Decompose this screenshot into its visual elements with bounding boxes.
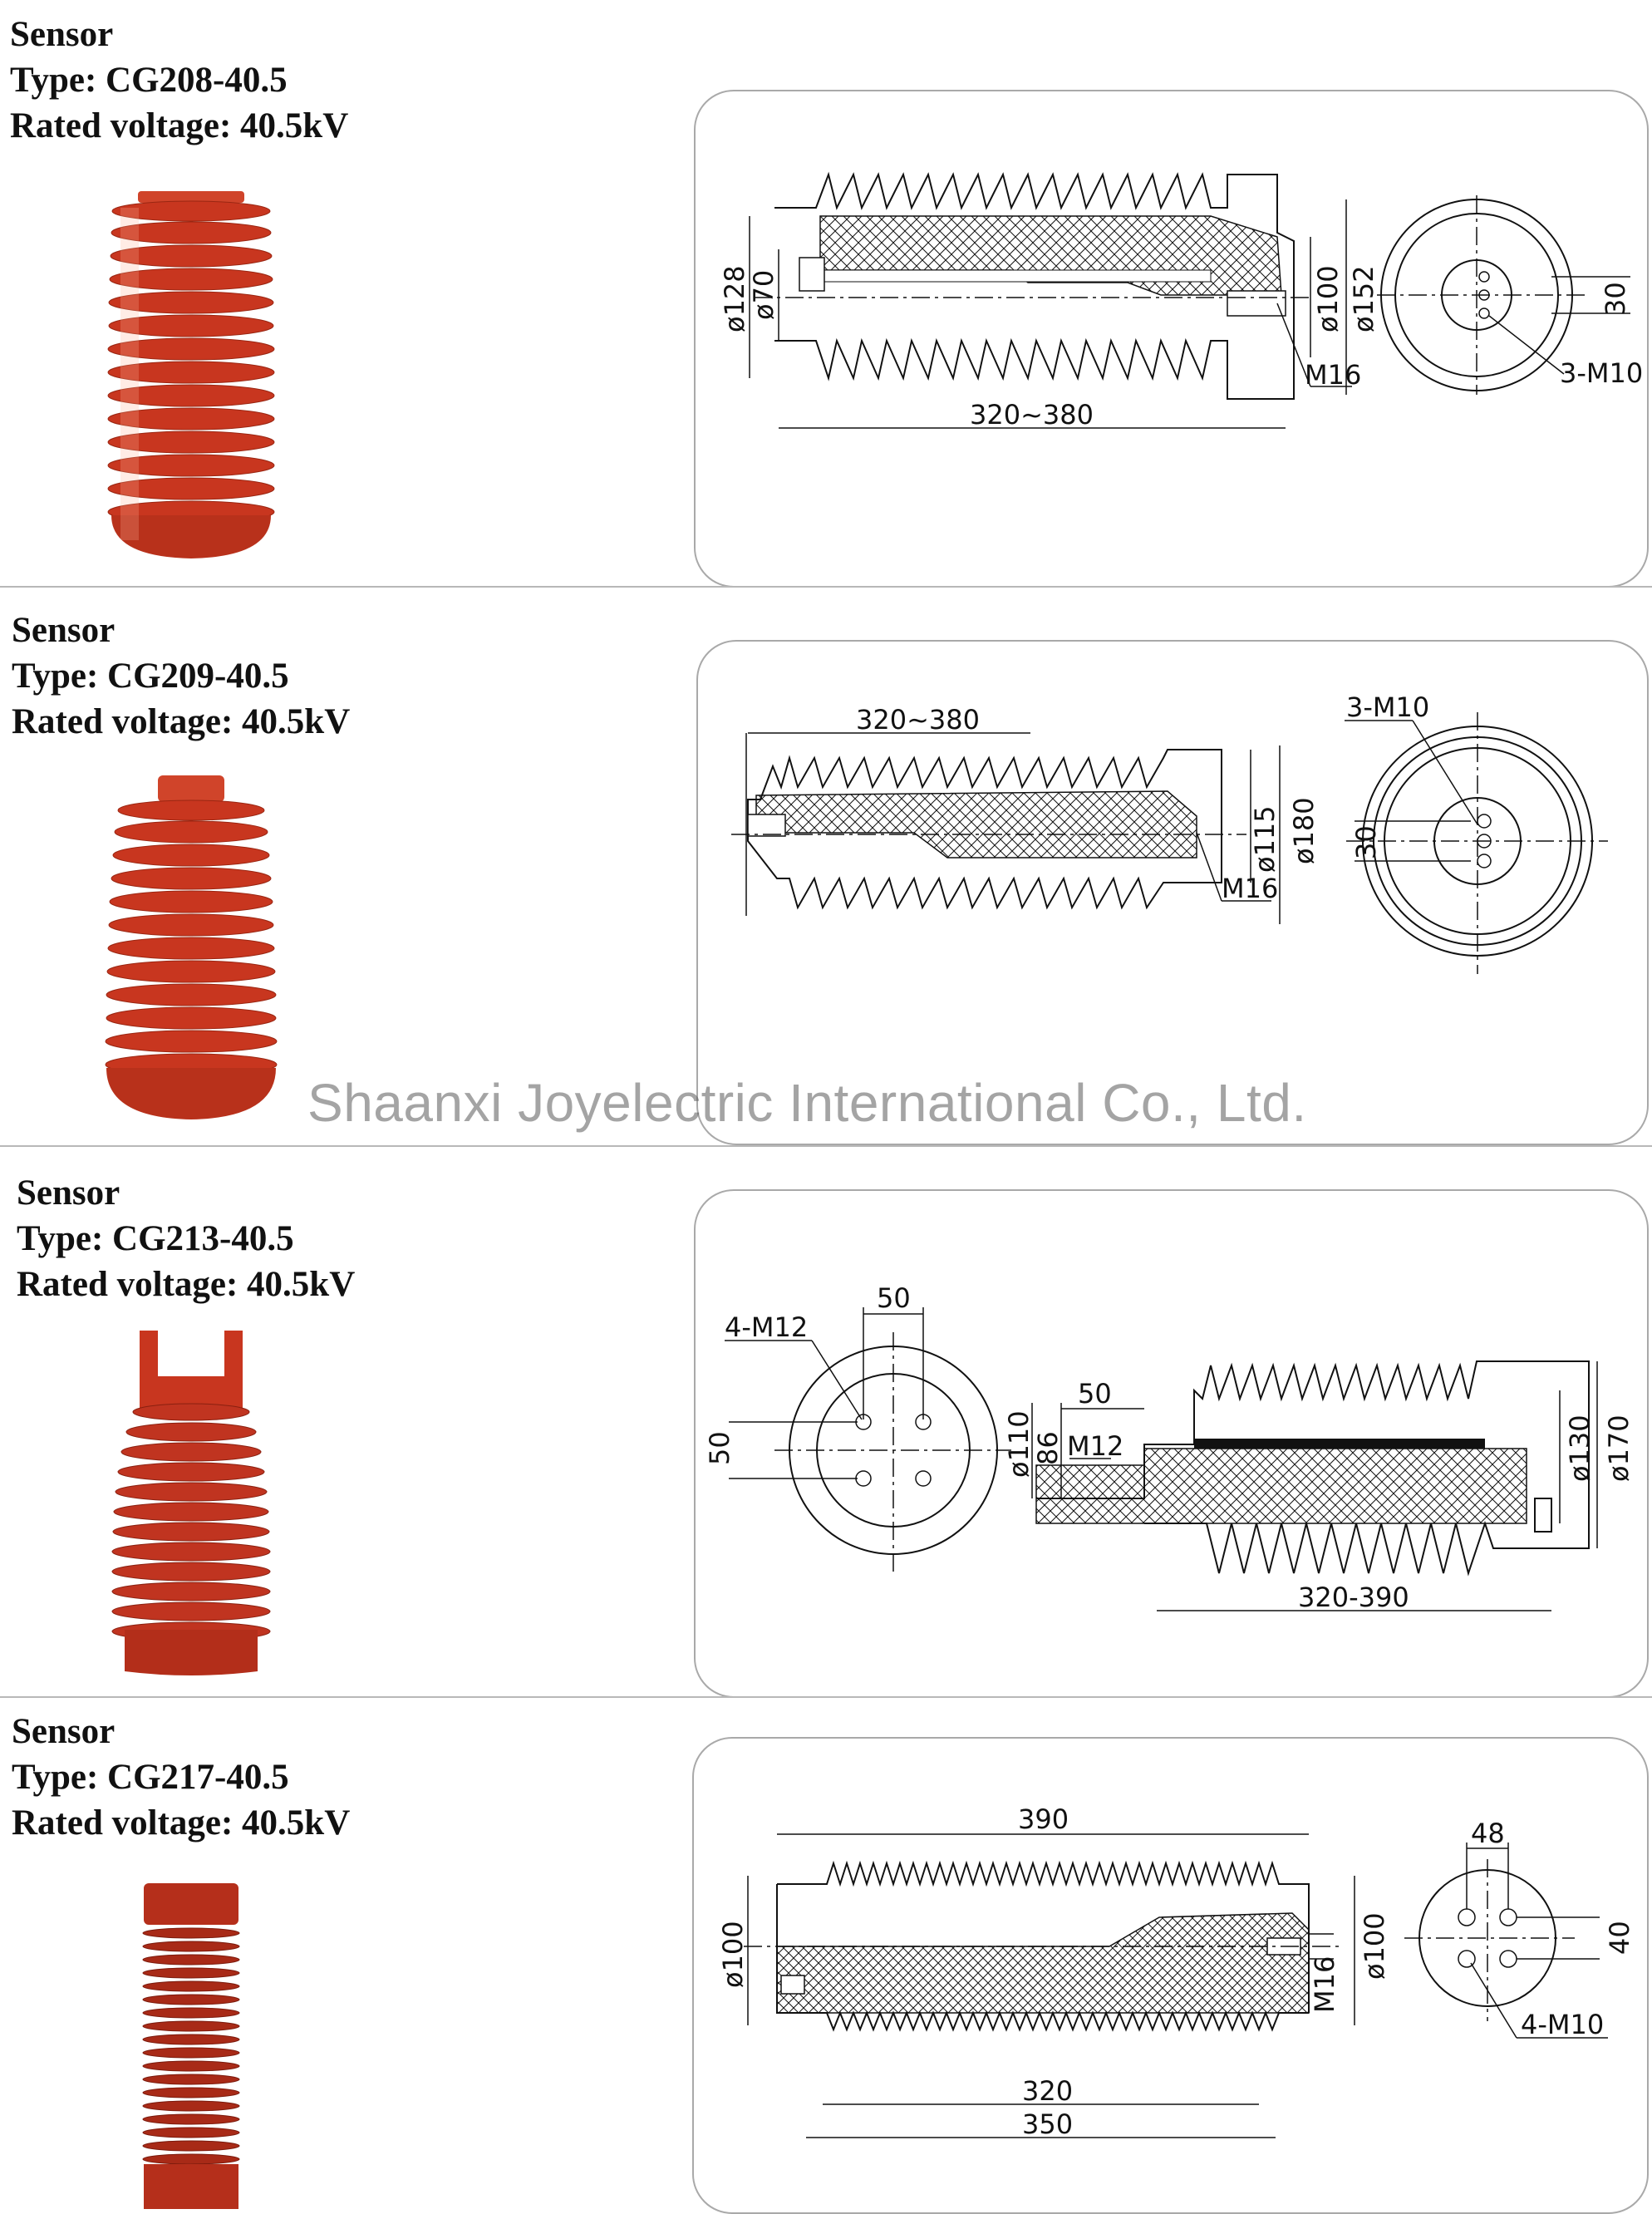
dim-30: 30: [1600, 282, 1631, 316]
dim-length: 320~380: [970, 399, 1094, 430]
dim-d180: ø180: [1288, 797, 1320, 864]
dim-50-inner: 50: [1078, 1378, 1112, 1410]
product-type: Type: CG208-40.5: [10, 61, 288, 100]
dim-3m10: 3-M10: [1560, 357, 1643, 389]
dim-d70: ø70: [748, 270, 779, 320]
dim-m16: M16: [1309, 1956, 1340, 2013]
dim-320: 320: [1022, 2075, 1073, 2107]
technical-drawing-cg217: 390 ø100 M16 ø100 320 350: [692, 1737, 1649, 2214]
insulator-photo: [111, 1331, 271, 1675]
dim-d170: ø170: [1603, 1414, 1635, 1482]
dim-m16: M16: [1305, 359, 1361, 391]
dim-4m10: 4-M10: [1521, 2009, 1604, 2040]
dim-d100-right: ø100: [1359, 1912, 1390, 1980]
insulator-photo: [105, 775, 278, 1119]
dim-d100: ø100: [1312, 265, 1344, 332]
product-section-cg217: Sensor Type: CG217-40.5 Rated voltage: 4…: [0, 1700, 1652, 2214]
dim-d100-left: ø100: [717, 1921, 749, 1988]
product-title: Sensor: [12, 611, 116, 650]
dim-350: 350: [1022, 2108, 1073, 2140]
dim-length: 320~380: [856, 704, 980, 736]
rated-voltage: Rated voltage: 40.5kV: [10, 106, 349, 145]
insulator-photo: [107, 191, 275, 558]
dim-50-left: 50: [704, 1431, 735, 1465]
dim-30: 30: [1350, 825, 1382, 859]
section-divider: [0, 1145, 1652, 1147]
dim-m16: M16: [1222, 873, 1278, 904]
rated-voltage: Rated voltage: 40.5kV: [17, 1265, 356, 1304]
dim-m12: M12: [1067, 1430, 1123, 1462]
product-section-cg209: Sensor Type: CG209-40.5 Rated voltage: 4…: [0, 588, 1652, 1147]
section-divider: [0, 586, 1652, 588]
section-divider: [0, 1696, 1652, 1698]
dim-length: 320-390: [1298, 1582, 1409, 1613]
product-section-cg208: Sensor Type: CG208-40.5 Rated voltage: 4…: [0, 0, 1652, 588]
dim-d115: ø115: [1249, 805, 1281, 873]
technical-drawing-cg209: 320~380 ø115 ø180 M16 3-M10: [696, 640, 1649, 1145]
dim-390: 390: [1018, 1803, 1069, 1835]
dim-40: 40: [1604, 1921, 1635, 1955]
product-title: Sensor: [12, 1712, 116, 1751]
product-type: Type: CG213-40.5: [17, 1219, 294, 1258]
product-title: Sensor: [10, 15, 114, 54]
product-label: Sensor Type: CG209-40.5 Rated voltage: 4…: [12, 608, 350, 745]
product-type: Type: CG209-40.5: [12, 657, 289, 696]
dim-50-top: 50: [877, 1282, 911, 1314]
insulator-photo: [142, 1883, 240, 2209]
dim-d110: ø110: [1003, 1410, 1035, 1478]
dim-86: 86: [1032, 1431, 1064, 1465]
technical-drawing-cg208: ø128 ø70 ø100 ø152 M16 320~380 30 3-M10: [694, 90, 1649, 588]
dim-3m10: 3-M10: [1346, 691, 1429, 723]
technical-drawing-cg213: 50 4-M12 50 ø110 86 50 M12 ø130 ø170: [694, 1189, 1649, 1698]
product-title: Sensor: [17, 1173, 120, 1213]
product-label: Sensor Type: CG208-40.5 Rated voltage: 4…: [10, 12, 348, 149]
dim-d128: ø128: [719, 265, 750, 332]
product-label: Sensor Type: CG217-40.5 Rated voltage: 4…: [12, 1709, 350, 1846]
dim-d130: ø130: [1564, 1414, 1595, 1482]
rated-voltage: Rated voltage: 40.5kV: [12, 1803, 351, 1843]
product-label: Sensor Type: CG213-40.5 Rated voltage: 4…: [17, 1170, 355, 1307]
rated-voltage: Rated voltage: 40.5kV: [12, 702, 351, 741]
product-type: Type: CG217-40.5: [12, 1758, 289, 1797]
product-section-cg213: Sensor Type: CG213-40.5 Rated voltage: 4…: [0, 1148, 1652, 1700]
watermark: Shaanxi Joyelectric International Co., L…: [307, 1073, 1307, 1133]
dim-48: 48: [1471, 1818, 1505, 1849]
dim-d152: ø152: [1348, 265, 1379, 332]
dim-4m12: 4-M12: [725, 1311, 808, 1343]
